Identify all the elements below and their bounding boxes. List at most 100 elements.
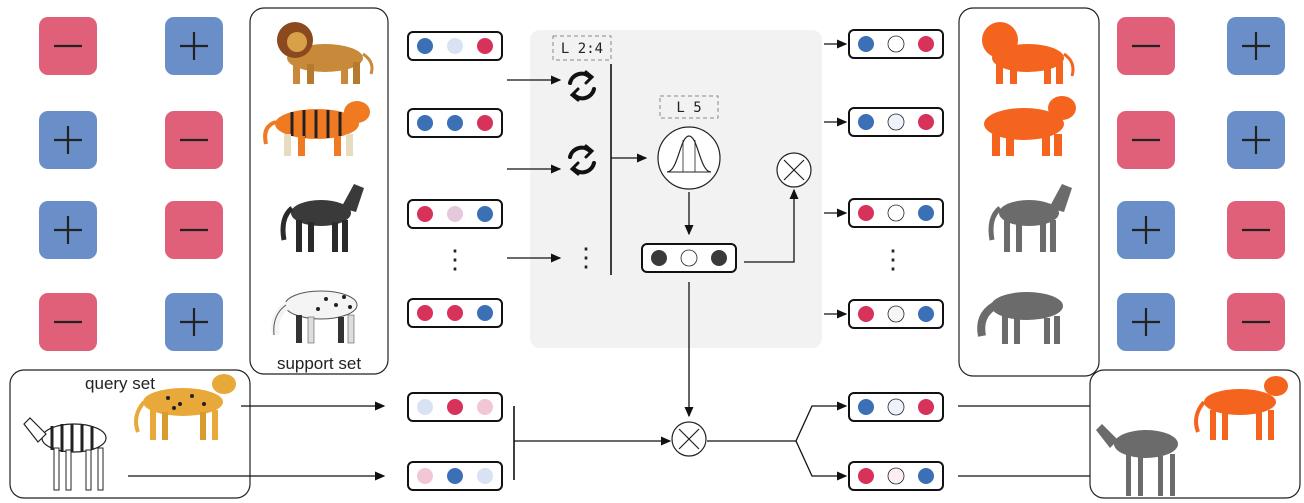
support-animal-tiger [263, 101, 370, 156]
feature-dot [680, 249, 698, 267]
left-vectors-ellipsis: ⋮ [442, 244, 468, 274]
layer-5-tag [659, 95, 719, 119]
query-feature-vectors [407, 392, 503, 491]
feature-dot [477, 468, 493, 484]
output-vector [848, 461, 944, 491]
panel-ellipsis: ⋮ [573, 242, 599, 272]
feature-dot [447, 399, 463, 415]
layer-panel [530, 30, 822, 348]
attended-vector [848, 299, 944, 329]
feature-dot [477, 206, 493, 222]
feature-dot [417, 305, 433, 321]
feature-dot [477, 305, 493, 321]
feature-dot [447, 38, 463, 54]
arrow-pooled-to-multiply [744, 188, 799, 263]
minus-sign-tile [165, 111, 223, 169]
feature-dot [887, 35, 905, 53]
plus-sign-tile [39, 201, 97, 259]
layer-2-4-label: L 2:4 [561, 41, 603, 57]
support-vector [407, 298, 503, 328]
feature-dot [447, 468, 463, 484]
plus-sign-tile [1227, 111, 1285, 169]
output-vector [848, 392, 944, 422]
feature-dot [417, 115, 433, 131]
query-vector [407, 392, 503, 422]
query-vector [407, 461, 503, 491]
feature-dot [918, 468, 934, 484]
silhouette-zebra [1096, 424, 1178, 496]
left-sign-tiles [39, 17, 223, 351]
feature-dot [858, 399, 874, 415]
silhouette-cheetah [1194, 376, 1288, 440]
minus-sign-tile [39, 293, 97, 351]
feature-dot [417, 38, 433, 54]
feature-dot [858, 468, 874, 484]
feature-dot [858, 114, 874, 130]
silhouette-tiger [984, 96, 1076, 156]
minus-sign-tile [1117, 111, 1175, 169]
support-animal-black-horse [280, 184, 364, 252]
plus-sign-tile [1117, 293, 1175, 351]
feature-dot [918, 205, 934, 221]
feature-dot [887, 305, 905, 323]
plus-sign-tile [39, 111, 97, 169]
attended-vector [848, 107, 944, 137]
feature-dot [858, 36, 874, 52]
support-vector [407, 199, 503, 229]
plus-sign-tile [165, 17, 223, 75]
attended-vector [848, 29, 944, 59]
feature-dot [447, 115, 463, 131]
multiply-icon [671, 421, 707, 457]
support-animal-lion [277, 22, 374, 84]
output-feature-vectors [848, 392, 944, 491]
minus-sign-tile [1117, 17, 1175, 75]
refresh-icon [568, 70, 596, 102]
feature-dot [447, 206, 463, 222]
attended-feature-vectors [848, 29, 944, 329]
pooled-prototype-vector [641, 243, 737, 273]
feature-dot [417, 399, 433, 415]
silhouette-black-horse [988, 184, 1072, 252]
feature-dot [651, 250, 667, 266]
gaussian-icon [657, 126, 721, 190]
support-set-label: support set [277, 354, 361, 373]
feature-dot [447, 305, 463, 321]
pooled-vector [641, 243, 737, 273]
multiply-icon [776, 152, 812, 188]
minus-sign-tile [1227, 293, 1285, 351]
feature-dot [887, 113, 905, 131]
feature-dot [477, 38, 493, 54]
feature-dot [887, 467, 905, 485]
feature-dot [918, 399, 934, 415]
plus-sign-tile [1117, 201, 1175, 259]
feature-dot [858, 306, 874, 322]
feature-dot [918, 36, 934, 52]
layer-2-4-tag [552, 35, 612, 61]
query-animal-cheetah [134, 374, 236, 440]
query-set-label: query set [85, 374, 155, 393]
feature-dot [887, 398, 905, 416]
attended-vector [848, 198, 944, 228]
silhouette-appaloosa-horse [977, 292, 1063, 344]
minus-sign-tile [1227, 201, 1285, 259]
support-set-box [249, 7, 389, 375]
plus-sign-tile [1227, 17, 1285, 75]
right-sign-tiles [1117, 17, 1285, 351]
minus-sign-tile [165, 201, 223, 259]
support-feature-vectors [407, 31, 503, 328]
support-vector [407, 31, 503, 61]
output-arrows [824, 39, 848, 319]
feature-dot [711, 250, 727, 266]
feature-dot [858, 205, 874, 221]
support-vector [407, 108, 503, 138]
minus-sign-tile [39, 17, 97, 75]
feature-dot [417, 468, 433, 484]
support-animal-appaloosa-horse [271, 290, 358, 344]
feature-dot [477, 399, 493, 415]
query-animal-zebra [23, 417, 107, 491]
feature-dot [918, 114, 934, 130]
split-arrows [707, 401, 848, 481]
layer-5-label: L 5 [676, 100, 701, 116]
query-arrows [128, 401, 386, 481]
